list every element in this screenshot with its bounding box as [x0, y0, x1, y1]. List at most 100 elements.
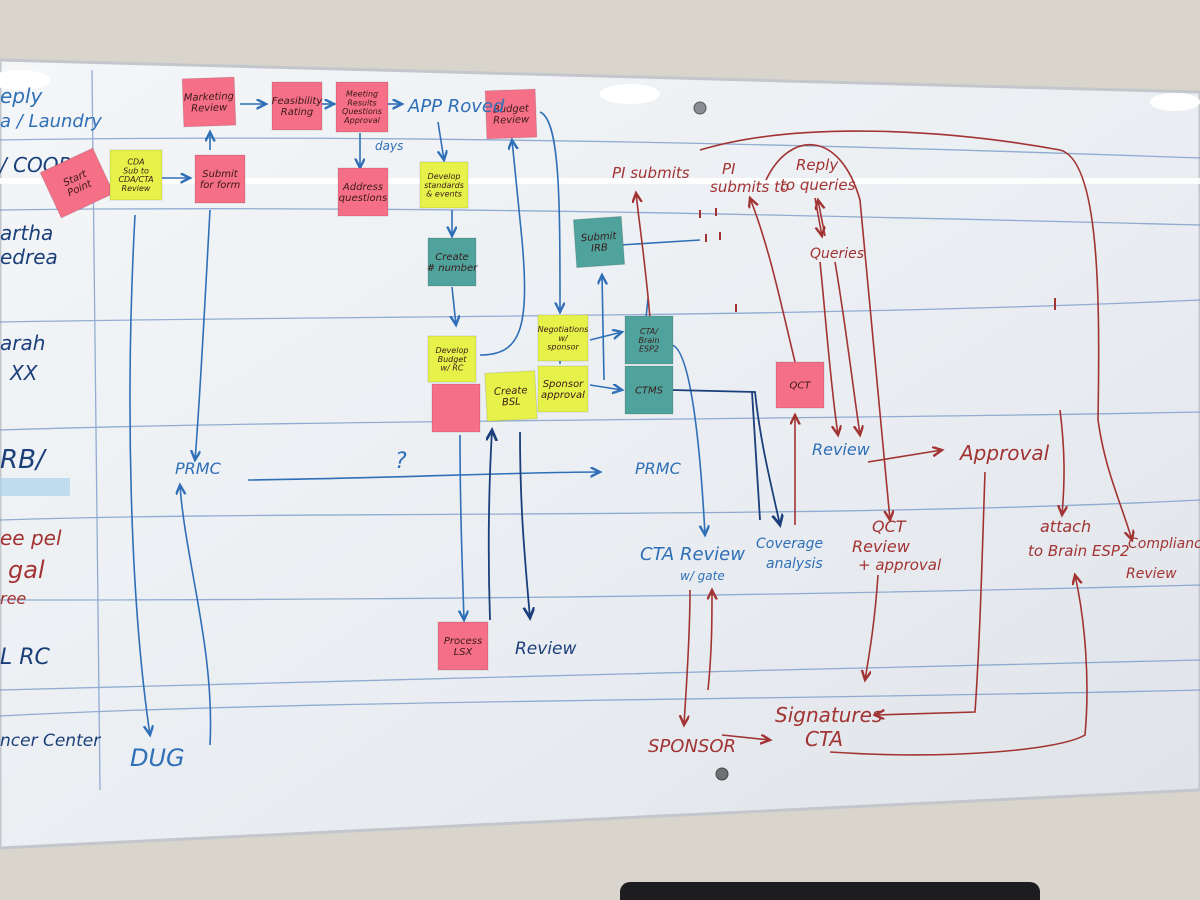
sticky-note-text: Develop: [428, 172, 461, 181]
sticky-note-text: Create: [494, 385, 528, 398]
ceiling-light-reflection: [1150, 93, 1200, 111]
queries-label: Queries: [810, 246, 864, 262]
analysis-label: analysis: [766, 556, 823, 572]
sticky-note-text: Negotiations: [538, 325, 589, 334]
sticky-note-text: for form: [200, 180, 241, 191]
sticky-note-text: Sub to: [123, 166, 149, 175]
sticky-note-text: Meeting: [346, 90, 378, 99]
sticky-note-paper: [484, 88, 538, 140]
lane-6-label-3: ree: [0, 589, 26, 608]
sticky-note-paper: [484, 370, 538, 422]
lane-4-label-2: XX: [9, 361, 39, 385]
ceiling-light-reflection: [600, 84, 660, 104]
reply-label: Reply: [796, 156, 839, 174]
lane-6-label-2: gal: [8, 556, 45, 584]
sticky-note-qct: QCT: [775, 361, 825, 409]
sticky-note-paper: [624, 365, 674, 415]
approved-label: APP Roved: [407, 96, 505, 117]
lane-3-label-2: edrea: [0, 245, 58, 269]
sticky-note-text: Budget: [493, 103, 530, 115]
sticky-note-text: w/ RC: [441, 364, 464, 373]
sticky-note-text: Feasibility: [272, 96, 324, 107]
cta-label: CTA: [805, 727, 843, 751]
pi-submits-2-label: PI: [722, 160, 736, 178]
days-label: days: [375, 139, 403, 153]
sticky-note-text: sponsor: [547, 343, 579, 352]
sticky-note-text: CTA/: [640, 327, 659, 336]
sticky-note-text: Budget: [438, 355, 468, 364]
to-queries-label: to queries: [780, 176, 856, 194]
freehand-labels: APP Roved days PRMC ? PRMC PI submits PI…: [130, 96, 1200, 772]
sticky-note-text: # number: [427, 263, 478, 274]
whiteboard: [0, 58, 1200, 850]
sticky-note-paper: [437, 621, 489, 671]
chair-back: [620, 882, 1040, 900]
sticky-note-text: Approval: [343, 116, 380, 125]
sticky-note-paper: [572, 215, 626, 269]
sticky-note-paper: [181, 76, 237, 128]
sticky-note-text: & events: [426, 190, 462, 199]
sticky-note-text: LSX: [454, 647, 474, 658]
attach-label: attach: [1040, 517, 1091, 536]
sticky-note-text: standards: [424, 181, 464, 190]
sticky-note-paper: [39, 147, 115, 219]
lane-4-label: arah: [0, 331, 45, 355]
lane-7-label: L RC: [0, 645, 51, 670]
sticky-note-paper: [537, 314, 589, 362]
sticky-note-text: Submit: [581, 231, 618, 245]
sticky-note-text: Brain: [639, 336, 660, 345]
sticky-note-text: CTMS: [635, 386, 664, 397]
sticky-note-paper: [337, 167, 389, 217]
sticky-note-text: QCT: [790, 381, 812, 392]
smudge: [0, 478, 70, 496]
sticky-note-text: w/: [558, 334, 569, 343]
sticky-note-paper: [109, 149, 163, 201]
sticky-note-paper: [335, 81, 389, 133]
review-irb-label: Review: [812, 440, 871, 459]
pi-submits-label: PI submits: [612, 164, 690, 182]
prmc-right-label: PRMC: [635, 459, 682, 478]
sticky-note-paper: [271, 81, 323, 131]
sticky-note-text: Submit: [202, 169, 239, 180]
sticky-note-create-number: Create# number: [427, 237, 478, 287]
ceiling-light-reflection: [0, 70, 50, 90]
sticky-note-paper: [427, 335, 477, 383]
sticky-note-paper: [624, 315, 674, 365]
review-lrc-label: Review: [515, 639, 577, 659]
lane-8-label: ncer Center: [0, 731, 101, 751]
sticky-note-pink-small: [431, 383, 481, 433]
sticky-note-text: Review: [493, 114, 530, 126]
sticky-note-ctms: CTMS: [624, 365, 674, 415]
qct-review-2-label: Review: [852, 537, 911, 556]
lane-1-label: eply: [0, 84, 44, 108]
to-brain-label: to Brain ESP2: [1028, 542, 1130, 560]
sticky-note-paper: [431, 383, 481, 433]
sticky-note-paper: [775, 361, 825, 409]
navy-arrows: [489, 389, 780, 620]
sticky-note-text: IRB: [591, 242, 609, 254]
sticky-note-paper: [427, 237, 477, 287]
sticky-note-text: Sponsor: [543, 379, 584, 390]
blue-arrows: [129, 104, 705, 746]
sticky-note-text: Marketing: [184, 91, 235, 104]
sticky-note-text: Rating: [281, 107, 313, 118]
compliance-label: Compliance: [1128, 536, 1200, 552]
prmc-left-label: PRMC: [175, 459, 222, 478]
sticky-note-text: Address: [342, 182, 383, 193]
sticky-note-text: Review: [191, 102, 228, 114]
cta-review-label: CTA Review: [640, 544, 745, 565]
sticky-note-text: BSL: [502, 397, 521, 409]
